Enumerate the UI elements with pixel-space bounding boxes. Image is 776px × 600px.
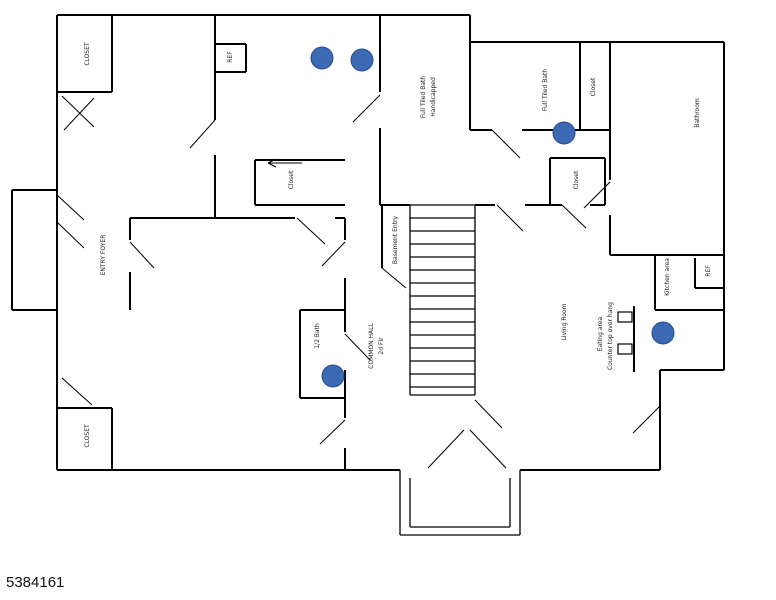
room-label-basement-entry: Basement Entry [392, 215, 399, 265]
room-label-counter-top: Counter top over hang [607, 301, 614, 371]
room-label-full-tiled-bath: Full Tiled Bath [542, 68, 549, 112]
room-label-handicapped-bath-2: Handicapped [430, 77, 437, 117]
room-label-closet-mid-right: Closet [573, 170, 580, 190]
fixture-marker-icon [350, 48, 374, 72]
room-label-entry-foyer: ENTRY FOYER [100, 234, 107, 276]
room-label-ref-top: REF [227, 51, 234, 63]
room-label-handicapped-bath-1: Full Tiled Bath [420, 75, 427, 119]
staircase [409, 204, 476, 396]
room-label-eating-area: Eating area [597, 316, 604, 352]
room-label-common-hall-1: COMMON HALL [368, 323, 375, 369]
room-label-closet-top-left: CLOSET [84, 42, 91, 66]
left-bay [11, 189, 57, 311]
room-label-closet-middle: Closet [288, 170, 295, 190]
door-swings [56, 94, 661, 469]
closet-arrow-icon [267, 158, 302, 168]
fixture-marker-icon [651, 321, 675, 345]
porch-steps [399, 470, 521, 536]
exterior-walls [56, 14, 725, 471]
fixture-marker-icon [310, 46, 334, 70]
room-label-half-bath: 1/2 Bath [314, 323, 321, 349]
fixture-marker-icon [321, 364, 345, 388]
fixture-markers [310, 46, 675, 388]
room-label-closet-top-right: Closet [590, 77, 597, 97]
room-label-bathroom: Bathroom [694, 98, 701, 128]
room-label-ref-right: REF [705, 265, 712, 277]
fixture-marker-icon [552, 121, 576, 145]
room-label-closet-bottom-left: CLOSET [84, 424, 91, 448]
interior-walls [57, 15, 724, 470]
room-label-living-room: Living Room [561, 303, 568, 341]
room-label-kitchen-area: Kitchen area [664, 258, 671, 296]
counter-overhang-blocks [617, 311, 633, 355]
room-label-common-hall-2: 2d Flr [378, 337, 385, 355]
plan-id-number: 5384161 [6, 574, 65, 591]
